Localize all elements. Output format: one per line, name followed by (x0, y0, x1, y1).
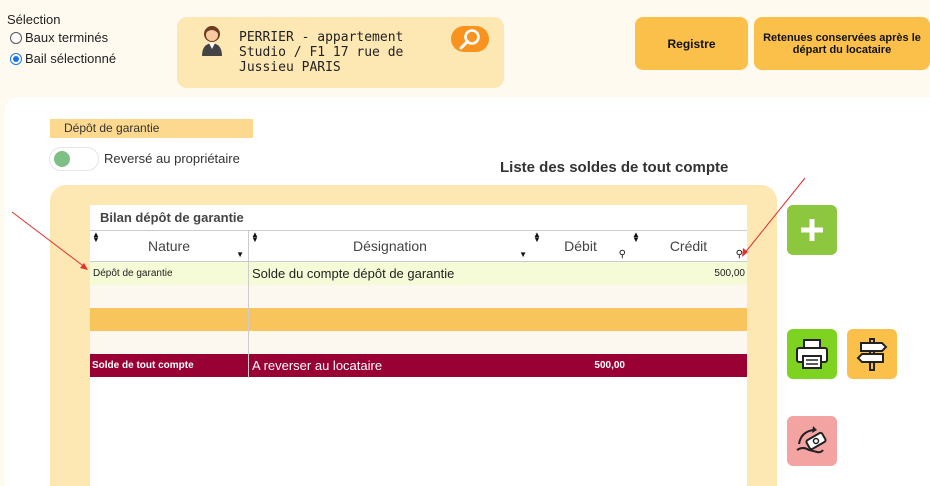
radio-baux-termines[interactable]: Baux terminés (10, 30, 108, 45)
depot-garantie-tab[interactable]: Dépôt de garantie (50, 119, 253, 138)
printer-icon (796, 339, 828, 369)
cell-nature: Dépôt de garantie (93, 268, 173, 279)
sort-icon[interactable]: ▲▼ (92, 230, 100, 244)
filter-icon[interactable]: ▼ (519, 250, 527, 259)
total-nature: Solde de tout compte (92, 360, 194, 371)
add-button[interactable] (787, 205, 837, 255)
radio-bail-selectionne[interactable]: Bail sélectionné (10, 51, 116, 66)
toggle-label: Reversé au propriétaire (104, 151, 240, 166)
woman-avatar-icon (198, 22, 226, 56)
sort-icon[interactable]: ▲▼ (533, 230, 541, 244)
total-designation: A reverser au locataire (252, 358, 383, 373)
retenues-button[interactable]: Retenues conservées après le départ du l… (754, 17, 930, 70)
money-refund-icon (796, 426, 827, 454)
property-card (177, 17, 504, 88)
column-header-debit[interactable]: ▲▼ Débit ⚲ (531, 230, 630, 262)
selection-title: Sélection (7, 12, 61, 27)
radio-label: Bail sélectionné (25, 51, 117, 66)
refund-button[interactable] (787, 416, 837, 466)
total-debit: 500,00 (594, 360, 625, 371)
search-icon (459, 29, 480, 50)
search-icon[interactable]: ⚲ (618, 249, 626, 260)
plus-icon (801, 219, 823, 241)
toggle-knob (54, 151, 70, 167)
signpost-button[interactable] (847, 329, 897, 379)
column-header-credit[interactable]: ▲▼ Crédit ⚲ (630, 230, 747, 262)
total-row: Solde de tout compte A reverser au locat… (90, 354, 747, 377)
print-button[interactable] (787, 329, 837, 379)
table-row-empty (90, 331, 747, 354)
column-separator (248, 230, 249, 378)
signpost-icon (856, 338, 888, 371)
cell-designation: Solde du compte dépôt de garantie (252, 266, 455, 281)
search-button[interactable] (451, 26, 489, 52)
table-row-highlight (90, 308, 747, 331)
property-description: PERRIER - appartement Studio / F1 17 rue… (239, 30, 404, 75)
registre-button[interactable]: Registre (635, 17, 748, 70)
column-header-designation[interactable]: ▲▼ Désignation ▼ (249, 230, 531, 262)
sort-icon[interactable]: ▲▼ (632, 230, 640, 244)
column-header-nature[interactable]: ▲▼ Nature ▼ (90, 230, 248, 262)
list-title: Liste des soldes de tout compte (500, 159, 729, 176)
cell-credit: 500,00 (714, 268, 745, 279)
filter-icon[interactable]: ▼ (236, 250, 244, 259)
radio-circle-selected[interactable] (10, 52, 22, 65)
search-icon[interactable]: ⚲ (735, 249, 743, 260)
radio-circle[interactable] (10, 31, 22, 44)
radio-label: Baux terminés (25, 30, 109, 45)
sort-icon[interactable]: ▲▼ (251, 230, 259, 244)
table-title: Bilan dépôt de garantie (100, 210, 244, 225)
reverse-toggle[interactable] (50, 148, 98, 170)
